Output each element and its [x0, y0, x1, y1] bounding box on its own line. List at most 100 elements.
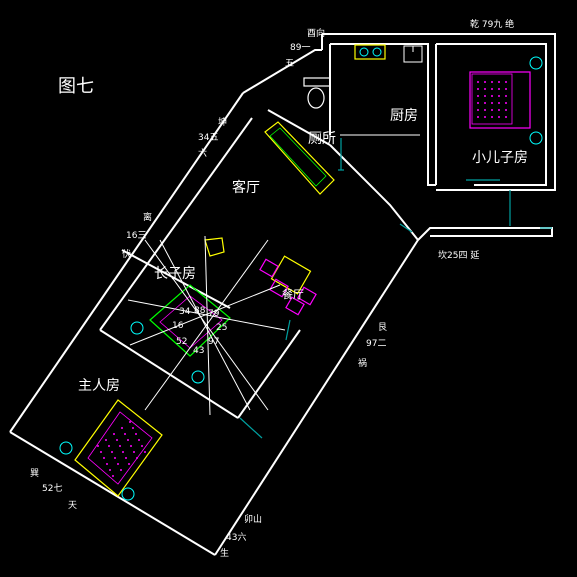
bed-dot — [130, 445, 132, 447]
orientation-label: 天 — [68, 501, 77, 511]
bed-dot — [144, 451, 146, 453]
bed-dot — [491, 81, 493, 83]
bed-master-icon — [59, 399, 163, 501]
compass-number: 25 — [216, 323, 227, 333]
tv-cabinet-icon — [204, 237, 225, 257]
bed-dot — [477, 109, 479, 111]
bed-dot — [477, 102, 479, 104]
bed-dot — [484, 95, 486, 97]
orientation-label: 乾 79九 绝 — [470, 18, 514, 30]
bed-dot — [491, 102, 493, 104]
bed-dot — [135, 433, 137, 435]
bed-dot — [121, 427, 123, 429]
bed-dot — [106, 463, 108, 465]
bed-dot — [132, 427, 134, 429]
bed-dot — [97, 445, 99, 447]
bed-dot — [136, 457, 138, 459]
bed-dot — [112, 475, 114, 477]
stove-icon — [354, 44, 386, 60]
bed-dot — [108, 445, 110, 447]
bed-dot — [113, 433, 115, 435]
bed-dot — [498, 109, 500, 111]
bed-dot — [477, 116, 479, 118]
bed-dot — [477, 95, 479, 97]
bed-dot — [141, 445, 143, 447]
sink-icon — [403, 45, 423, 63]
compass-number: 88 — [194, 306, 206, 316]
bed-dot — [491, 95, 493, 97]
bed-dot — [491, 88, 493, 90]
orientation-label: 43六 — [226, 531, 246, 543]
bed-small-son-icon — [469, 56, 543, 145]
figure-title: 图七 — [58, 76, 94, 97]
compass-number: 79 — [208, 309, 220, 319]
bed-dot — [505, 88, 507, 90]
bed-dot — [122, 451, 124, 453]
bed-dot — [119, 445, 121, 447]
room-label-dining: 餐厅 — [282, 287, 304, 301]
bed-dot — [124, 433, 126, 435]
bed-dot — [484, 116, 486, 118]
bed-dot — [498, 88, 500, 90]
orientation-label: 生 — [220, 547, 229, 559]
bed-dot — [133, 451, 135, 453]
bed-dot — [484, 88, 486, 90]
bed-dot — [120, 469, 122, 471]
bed-dot — [125, 457, 127, 459]
orientation-label: 坤 — [218, 116, 227, 128]
bed-dot — [105, 439, 107, 441]
room-label-toilet: 厕所 — [308, 131, 336, 147]
bed-dot — [498, 116, 500, 118]
orientation-label: 卯山 — [244, 514, 262, 525]
bed-dot — [484, 81, 486, 83]
compass-number: 34 — [179, 307, 191, 317]
orientation-label: 97二 — [366, 339, 386, 349]
toilet-icon — [303, 77, 331, 109]
dining-table-icon — [259, 255, 317, 316]
compass-number: 16 — [172, 321, 184, 331]
sofa-icon — [264, 121, 335, 195]
bed-dot — [138, 439, 140, 441]
bed-dot — [505, 81, 507, 83]
bed-dot — [505, 95, 507, 97]
room-label-eldest-son: 长子房 — [154, 266, 196, 282]
outer-walls — [9, 33, 556, 556]
orientation-label: 52七 — [42, 483, 62, 494]
orientation-label: 祸 — [358, 357, 367, 369]
bed-dot — [117, 463, 119, 465]
compass-number: 52 — [176, 337, 187, 347]
compass-numbers: 34 88 79 16 25 52 43 97 — [172, 306, 227, 356]
bed-dot — [114, 457, 116, 459]
bed-dot — [109, 469, 111, 471]
bed-dot — [127, 439, 129, 441]
bed-dot — [484, 109, 486, 111]
orientation-label: 五 — [285, 59, 294, 69]
bed-dot — [484, 102, 486, 104]
room-label-small-son: 小儿子房 — [472, 150, 528, 166]
bed-eldest-son-icon — [130, 284, 231, 384]
bed-dot — [103, 457, 105, 459]
bed-dot — [505, 102, 507, 104]
compass-star — [127, 235, 286, 416]
room-label-kitchen: 厨房 — [390, 108, 418, 124]
bed-dot — [498, 102, 500, 104]
compass-number: 43 — [193, 346, 204, 356]
orientation-label: 六 — [198, 147, 207, 159]
orientation-label: 巽 — [30, 468, 39, 479]
bed-dot — [491, 109, 493, 111]
orientation-label: 34五 — [198, 133, 218, 143]
bed-dot — [129, 421, 131, 423]
bed-dot — [498, 81, 500, 83]
bed-dot — [116, 439, 118, 441]
bed-dot — [477, 88, 479, 90]
bed-dot — [505, 116, 507, 118]
bed-dot — [477, 81, 479, 83]
orientation-label: 艮 — [378, 322, 387, 333]
compass-number: 97 — [208, 337, 219, 347]
door-marks — [239, 138, 552, 439]
bed-dot — [111, 451, 113, 453]
orientation-label: 16三 — [126, 231, 146, 241]
bed-dot — [100, 451, 102, 453]
orientation-label: 89一 — [290, 43, 310, 53]
